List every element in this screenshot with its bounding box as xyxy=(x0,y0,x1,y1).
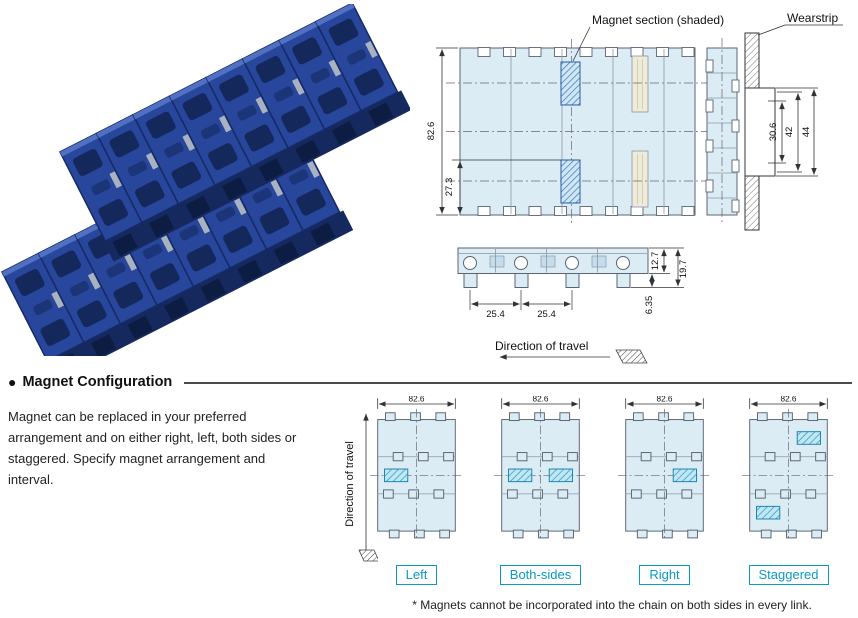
dim-heights: 12.7 19.7 6.35 xyxy=(631,247,689,315)
config-option-label: Both-sides xyxy=(499,565,582,585)
config-option-label: Staggered xyxy=(748,565,829,585)
ground-hatch-symbol xyxy=(615,349,648,364)
dim-text-pitch-b: 25.4 xyxy=(537,309,556,320)
ground-hatch-symbol xyxy=(358,549,378,562)
dim-wearstrip-mid: 42 xyxy=(777,91,802,173)
magnet-left xyxy=(756,505,781,520)
dim-chain-width: 82.6 xyxy=(426,47,458,216)
magnet-config-diagrams: 82.6 Left 82.6 Both-sides 82.6 Right 82.… xyxy=(368,395,852,585)
magnet-section-upper xyxy=(560,61,581,106)
section-header: ● Magnet Configuration xyxy=(8,374,852,390)
config-option-staggered: 82.6 Staggered xyxy=(740,395,837,585)
section-rule xyxy=(184,382,852,384)
config-option-label: Left xyxy=(395,565,438,585)
dim-text-wearstrip-mid: 42 xyxy=(784,127,795,138)
dim-pitch: 25.4 25.4 xyxy=(469,290,573,320)
technical-drawing: 82.6 27.3 Magnet section (shaded) xyxy=(426,11,843,364)
config-diagram-host: 82.6 xyxy=(492,395,589,549)
config-dim-text: 82.6 xyxy=(656,396,672,404)
hinge-pin xyxy=(616,256,630,270)
plan-wearstrip-strips xyxy=(631,55,649,208)
plan-view: 82.6 27.3 Magnet section (shaded) xyxy=(426,13,724,224)
section-bullet: ● xyxy=(8,374,17,390)
magnet-left xyxy=(384,468,409,483)
dim-text-plate-height: 12.7 xyxy=(650,252,661,271)
magnet-right xyxy=(796,431,821,445)
config-diagram-host: 82.6 xyxy=(616,395,713,549)
hinge-pin xyxy=(565,256,579,270)
config-option-label: Right xyxy=(639,565,690,585)
direction-of-travel-label: Direction of travel xyxy=(495,339,588,353)
magnet-section-lower xyxy=(560,159,581,204)
magnet-right xyxy=(548,468,573,483)
config-diagram: 82.6 xyxy=(369,395,464,541)
config-dim-text: 82.6 xyxy=(408,396,424,404)
dim-text-wearstrip-inner: 30.6 xyxy=(768,123,779,142)
footnote: * Magnets cannot be incorporated into th… xyxy=(412,598,812,612)
config-direction-of-travel: Direction of travel xyxy=(344,413,378,562)
magnet-right xyxy=(672,468,697,483)
dim-text-leg-height: 6.35 xyxy=(644,296,655,315)
dim-text-overall-height: 19.7 xyxy=(678,260,689,279)
config-diagram-host: 82.6 xyxy=(368,395,465,549)
config-option-right: 82.6 Right xyxy=(616,395,713,585)
hinge-pin xyxy=(463,256,477,270)
config-diagram-host: 82.6 xyxy=(740,395,837,549)
config-option-both-sides: 82.6 Both-sides xyxy=(492,395,589,585)
config-dim-text: 82.6 xyxy=(532,396,548,404)
direction-of-travel: Direction of travel xyxy=(495,339,648,364)
dim-text-wearstrip-outer: 44 xyxy=(801,127,812,138)
config-dim-text: 82.6 xyxy=(780,396,796,404)
side-view: 30.6 42 44 Wearstrip xyxy=(705,11,843,231)
chain-illustration xyxy=(0,4,410,356)
dim-text-pitch-a: 25.4 xyxy=(486,309,505,320)
dim-wearstrip-outer: 44 xyxy=(776,87,818,177)
elevation-view: 25.4 25.4 12.7 19.7 6.35 xyxy=(457,247,689,320)
dim-text-chain-width: 82.6 xyxy=(426,122,437,141)
hinge-pin xyxy=(514,256,528,270)
config-option-left: 82.6 Left xyxy=(368,395,465,585)
magnet-section-label: Magnet section (shaded) xyxy=(592,13,724,27)
config-description: Magnet can be replaced in your preferred… xyxy=(8,409,297,488)
section-title: Magnet Configuration xyxy=(22,374,173,390)
wearstrip-label-leader xyxy=(757,24,786,36)
config-diagram: 82.6 xyxy=(493,395,588,541)
config-diagram: 82.6 xyxy=(741,395,836,541)
wearstrip-label: Wearstrip xyxy=(787,11,838,25)
magnet-label-leader xyxy=(572,26,591,62)
config-diagram: 82.6 xyxy=(617,395,712,541)
direction-of-travel-label: Direction of travel xyxy=(344,441,356,527)
dim-magnet-offset: 27.3 xyxy=(444,159,561,214)
magnet-left xyxy=(508,468,533,483)
wearstrip-channel xyxy=(744,87,776,177)
dim-text-magnet-offset: 27.3 xyxy=(444,178,455,197)
dim-wearstrip-inner: 30.6 xyxy=(768,100,786,164)
